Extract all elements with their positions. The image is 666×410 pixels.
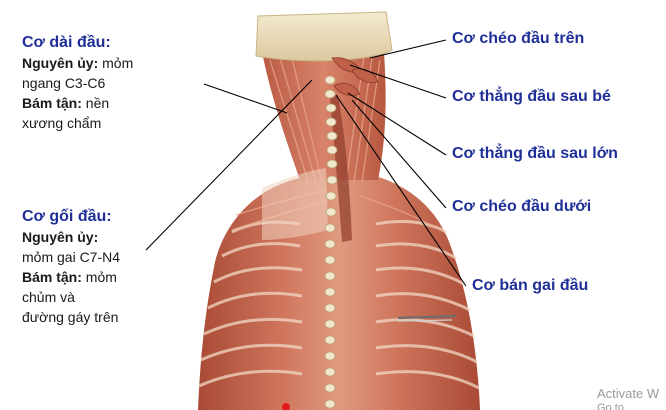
insertion-value-2: chủm và [22,289,75,305]
label-rectus-capitis-posterior-minor: Cơ thẳng đầu sau bé [452,88,611,105]
skull-base [255,11,393,62]
insertion-value-2: xương chẩm [22,115,102,131]
label-obliquus-capitis-inferior: Cơ chéo đầu dưới [452,198,592,215]
leader-obliquus-superior [369,39,447,59]
watermark-line-1: Activate W [597,386,660,401]
ribs [198,220,480,390]
insertion-value: nền [85,95,110,111]
insertion-value-3: đường gáy trên [22,309,119,325]
label-semispinalis-capitis: Cơ bán gai đầu [472,277,589,294]
insertion-value: mỏm [85,269,117,285]
splenius-patch [262,168,328,240]
leader-semispinalis [335,94,467,287]
leader-longus-capitis [203,83,288,114]
label-obliquus-capitis-superior: Cơ chéo đầu trên [452,30,585,47]
leader-obliquus-inferior [351,99,447,209]
leader-rectus-major [347,92,447,156]
origin-key: Nguyên ủy: [22,229,99,245]
label-rectus-capitis-posterior-major: Cơ thẳng đầu sau lớn [452,145,618,162]
muscle-fibres [231,55,445,233]
origin-value: mỏm gai C7-N4 [22,249,121,265]
suboccipital-muscles [331,57,379,96]
leader-splenius-capitis [145,79,313,251]
vertebral-column [324,75,338,409]
origin-value: mỏm [102,55,134,71]
semispinalis-strip [330,95,352,242]
insertion-key: Bám tận: [22,269,82,285]
origin-key: Nguyên ủy: [22,55,99,71]
watermark-line-2: Go to Settings [597,402,624,410]
scalpel-icon [397,314,457,322]
pointer-dot [282,403,290,410]
neck-muscle [262,52,386,180]
origin-value-2: ngang C3-C6 [22,75,106,91]
insertion-key: Bám tận: [22,95,82,111]
label-title: Cơ gối đầu: [22,208,112,225]
label-splenius-capitis: Cơ gối đầu: Nguyên ủy: mỏm gai C7-N4 Bám… [22,208,202,327]
label-title: Cơ dài đầu: [22,34,111,51]
label-longus-capitis: Cơ dài đầu: Nguyên ủy: mỏm ngang C3-C6 B… [22,34,202,133]
leader-rectus-minor [349,64,447,99]
leader-lines [145,39,467,287]
